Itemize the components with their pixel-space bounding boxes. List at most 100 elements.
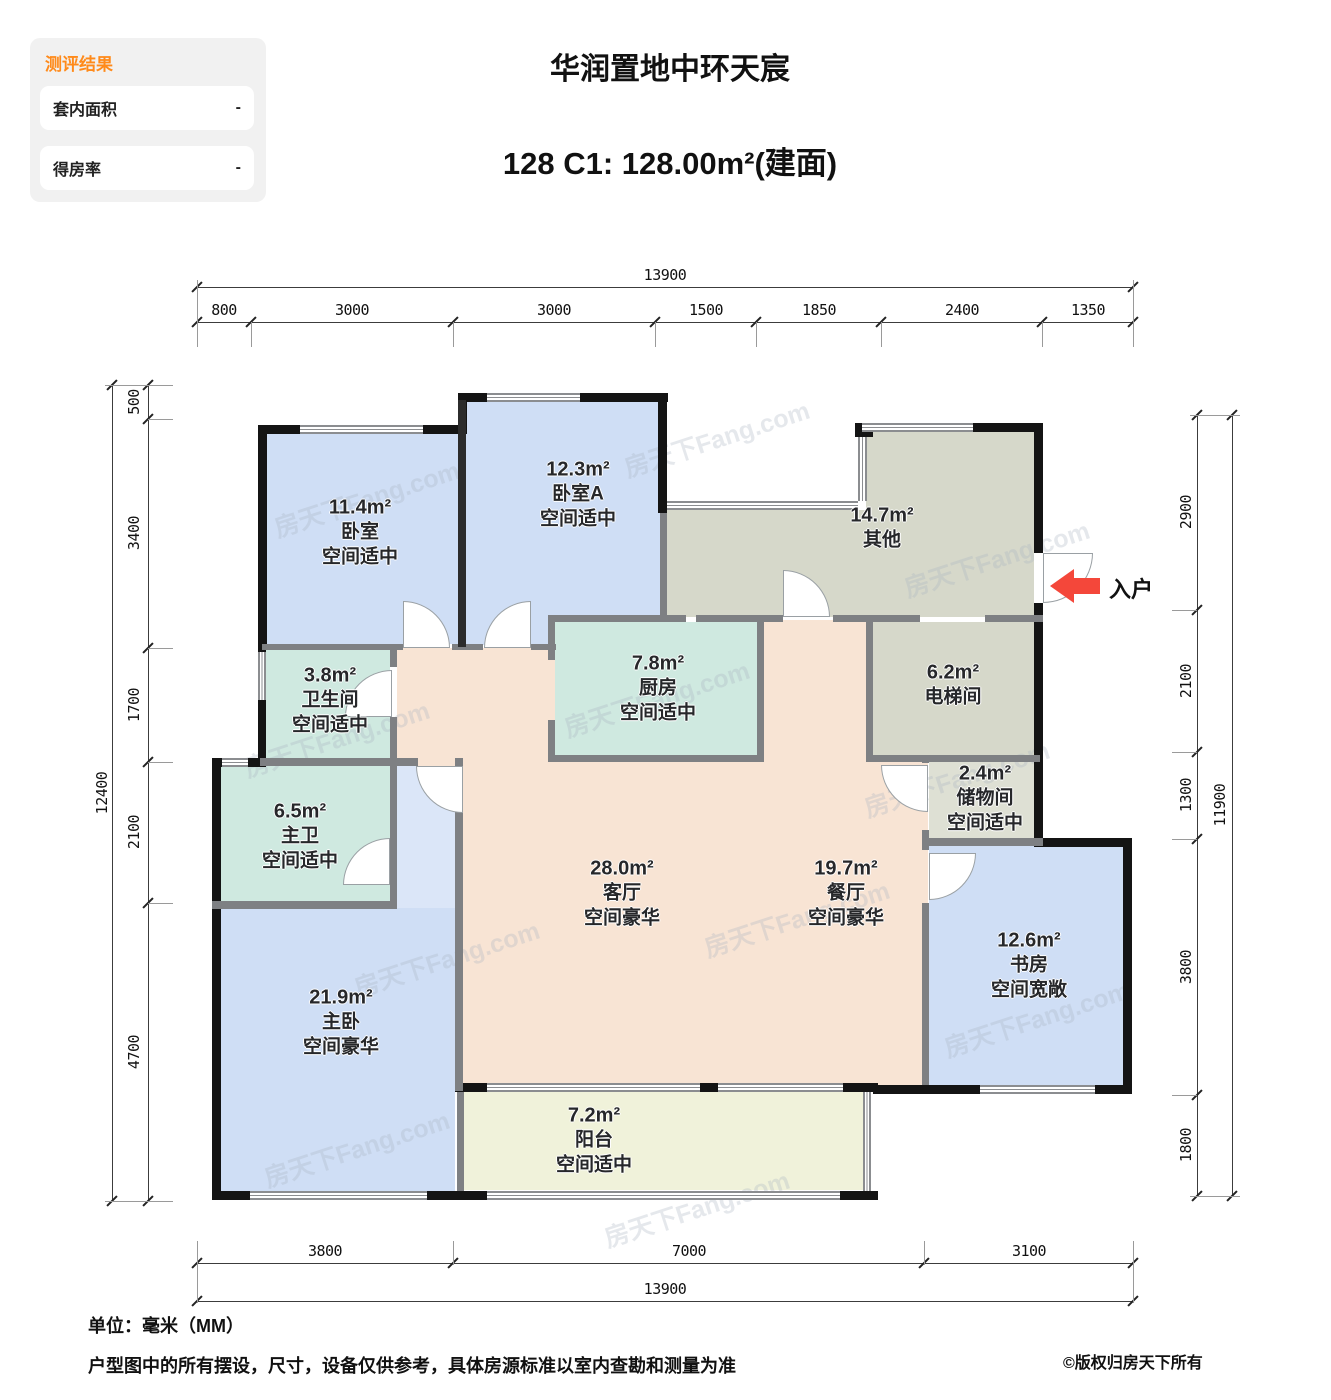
dim-ext xyxy=(1042,322,1043,347)
dimension-line xyxy=(1232,415,1233,1196)
room-fill-kitchen xyxy=(555,622,757,755)
wall xyxy=(455,758,463,908)
wall xyxy=(548,755,764,762)
wall xyxy=(548,615,555,660)
panel-row-inner-area: 套内面积 - xyxy=(40,86,254,130)
dim-ext xyxy=(1172,1095,1197,1096)
dim-ext xyxy=(197,1241,198,1303)
wall xyxy=(866,622,873,762)
dimension-line xyxy=(148,385,149,1201)
dim-ext xyxy=(105,385,173,386)
efficiency-label: 得房率 xyxy=(53,162,102,179)
dim-top-total: 13900 xyxy=(643,266,687,284)
panel-row-efficiency: 得房率 - xyxy=(40,146,254,190)
dim-bottom-total: 13900 xyxy=(643,1280,687,1298)
dim-ext xyxy=(251,322,252,347)
wall xyxy=(258,645,266,762)
dim-left-seg: 500 xyxy=(125,389,143,415)
dim-top-seg: 1850 xyxy=(801,301,837,319)
wall xyxy=(457,1092,464,1191)
room-fill-bedroom-a xyxy=(466,397,660,618)
dim-ext xyxy=(453,322,454,347)
evaluation-panel: 测评结果 套内面积 - 得房率 - xyxy=(30,38,266,202)
dim-ext xyxy=(148,903,173,904)
wall xyxy=(658,393,667,513)
dim-ext xyxy=(756,322,757,347)
dim-ext xyxy=(1190,1196,1240,1197)
dim-top-seg: 800 xyxy=(211,301,237,319)
dim-right-seg: 1800 xyxy=(1177,1127,1195,1163)
dim-right-seg: 2100 xyxy=(1177,663,1195,699)
wall xyxy=(833,615,920,622)
dim-right-seg: 1300 xyxy=(1177,777,1195,813)
dim-ext xyxy=(105,1201,173,1202)
entrance-arrow-head xyxy=(1050,569,1074,603)
dim-right-seg: 2900 xyxy=(1177,494,1195,530)
window xyxy=(667,501,858,510)
dim-top-seg: 1350 xyxy=(1070,301,1106,319)
wall xyxy=(1034,423,1043,553)
wall xyxy=(985,615,1043,622)
entrance-opening xyxy=(1034,553,1043,603)
dim-ext xyxy=(1133,1241,1134,1303)
wall xyxy=(260,758,418,766)
dimension-line xyxy=(1197,415,1198,1196)
dim-ext xyxy=(1190,415,1240,416)
wall xyxy=(1123,838,1132,1094)
room-fill-elevator xyxy=(873,622,1034,755)
dim-ext xyxy=(148,648,173,649)
inner-area-label: 套内面积 xyxy=(53,102,118,119)
evaluation-panel-title: 测评结果 xyxy=(45,55,113,74)
room-fill-entry-corridor xyxy=(764,620,866,650)
dim-left-seg: 4700 xyxy=(125,1034,143,1070)
wall xyxy=(548,720,555,762)
window xyxy=(858,437,867,501)
wall xyxy=(390,644,397,667)
wall xyxy=(390,717,397,762)
window xyxy=(718,1083,843,1092)
dim-ext xyxy=(655,322,656,347)
dimension-line xyxy=(197,287,1133,288)
page-title: 华润置地中环天宸 xyxy=(550,53,790,86)
room-fill-master-bedroom xyxy=(221,908,455,1191)
window xyxy=(258,652,266,700)
dim-top-seg: 3000 xyxy=(536,301,572,319)
wall xyxy=(696,615,783,622)
dim-ext xyxy=(148,762,173,763)
dim-ext xyxy=(453,1241,454,1265)
dim-ext xyxy=(1133,280,1134,347)
wall xyxy=(660,513,667,617)
window xyxy=(487,1083,700,1092)
wall xyxy=(548,615,686,622)
wall xyxy=(531,644,556,650)
dim-ext xyxy=(197,280,198,347)
room-fill-other xyxy=(667,510,1034,617)
room-fill-balcony xyxy=(464,1092,863,1190)
dim-bottom-seg: 3800 xyxy=(307,1242,343,1260)
window xyxy=(863,1092,871,1191)
dim-top-seg: 2400 xyxy=(944,301,980,319)
entrance-label: 入户 xyxy=(1109,577,1154,602)
dim-left-seg: 3400 xyxy=(125,515,143,551)
wall xyxy=(258,425,267,649)
window xyxy=(222,758,248,767)
entrance-arrow-tail xyxy=(1072,578,1100,594)
wall xyxy=(757,615,764,762)
wall xyxy=(922,903,929,1085)
window xyxy=(300,425,423,434)
efficiency-value: - xyxy=(235,159,241,176)
wall xyxy=(866,755,1040,762)
dim-ext xyxy=(881,322,882,347)
wall xyxy=(212,758,221,1200)
dim-ext xyxy=(148,419,173,420)
